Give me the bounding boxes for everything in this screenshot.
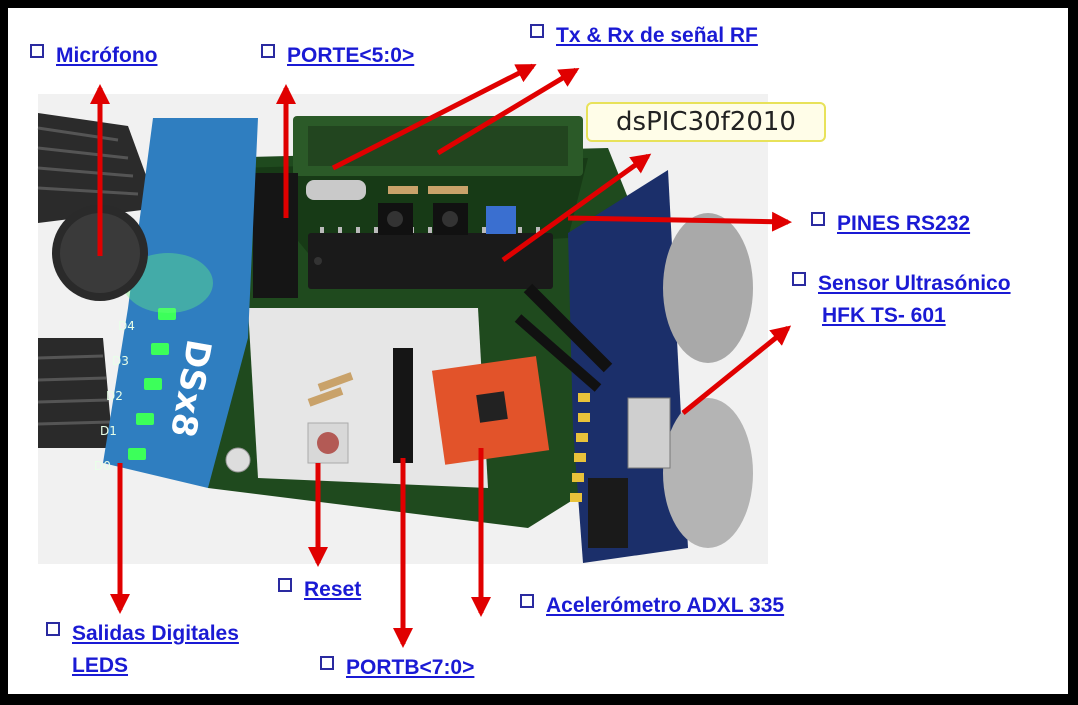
arrow-chip <box>501 153 652 263</box>
led-label-d1: D1 <box>100 424 117 438</box>
label-portb-text[interactable]: PORTB<7:0> <box>346 656 475 679</box>
checkbox-icon <box>520 594 534 608</box>
checkbox-icon <box>320 656 334 670</box>
label-reset-text[interactable]: Reset <box>304 578 362 601</box>
label-pines: PINES RS232 <box>811 208 970 240</box>
label-txrx: Tx & Rx de señal RF <box>530 20 758 52</box>
led-label-d4: D4 <box>118 319 135 333</box>
checkbox-icon <box>792 272 806 286</box>
chip-callout: dsPIC30f2010 <box>586 102 826 142</box>
led-label-d2: D2 <box>106 389 123 403</box>
label-sensor: Sensor Ultrasónico HFK TS- 601 <box>792 268 1011 332</box>
label-sensor-line2: HFK TS- 601 <box>822 304 946 327</box>
label-porte-text[interactable]: PORTE<5:0> <box>287 44 415 67</box>
label-salidas: Salidas Digitales LEDS <box>46 618 239 682</box>
label-acelerometro: Acelerómetro ADXL 335 <box>520 590 784 622</box>
checkbox-icon <box>30 44 44 58</box>
label-reset: Reset <box>278 574 361 606</box>
led-label-d0: D0 <box>94 459 111 473</box>
arrow-sensor <box>681 325 792 415</box>
label-acelerometro-text[interactable]: Acelerómetro ADXL 335 <box>546 594 785 617</box>
label-sensor-line1: Sensor Ultrasónico <box>818 272 1011 295</box>
arrows-layer <box>90 63 792 648</box>
figure-frame: DSx8 D4 D3 D2 D1 D0 <box>6 6 1070 696</box>
checkbox-icon <box>261 44 275 58</box>
checkbox-icon <box>46 622 60 636</box>
arrow-rs232 <box>567 211 792 232</box>
label-microfono-text[interactable]: Micrófono <box>56 44 158 67</box>
arrow-rx <box>436 67 580 156</box>
checkbox-icon <box>278 578 292 592</box>
led-label-d3: D3 <box>112 354 129 368</box>
label-salidas-text[interactable]: Salidas Digitales LEDS <box>72 618 239 682</box>
checkbox-icon <box>811 212 825 226</box>
label-salidas-line1: Salidas Digitales <box>72 622 239 645</box>
label-txrx-text[interactable]: Tx & Rx de señal RF <box>556 24 758 47</box>
label-pines-text[interactable]: PINES RS232 <box>837 212 971 235</box>
arrow-tx <box>331 63 537 171</box>
checkbox-icon <box>530 24 544 38</box>
label-sensor-text[interactable]: Sensor Ultrasónico HFK TS- 601 <box>818 268 1011 332</box>
label-microfono: Micrófono <box>30 40 157 72</box>
label-portb: PORTB<7:0> <box>320 652 474 684</box>
label-porte: PORTE<5:0> <box>261 40 414 72</box>
label-salidas-line2: LEDS <box>72 654 129 677</box>
